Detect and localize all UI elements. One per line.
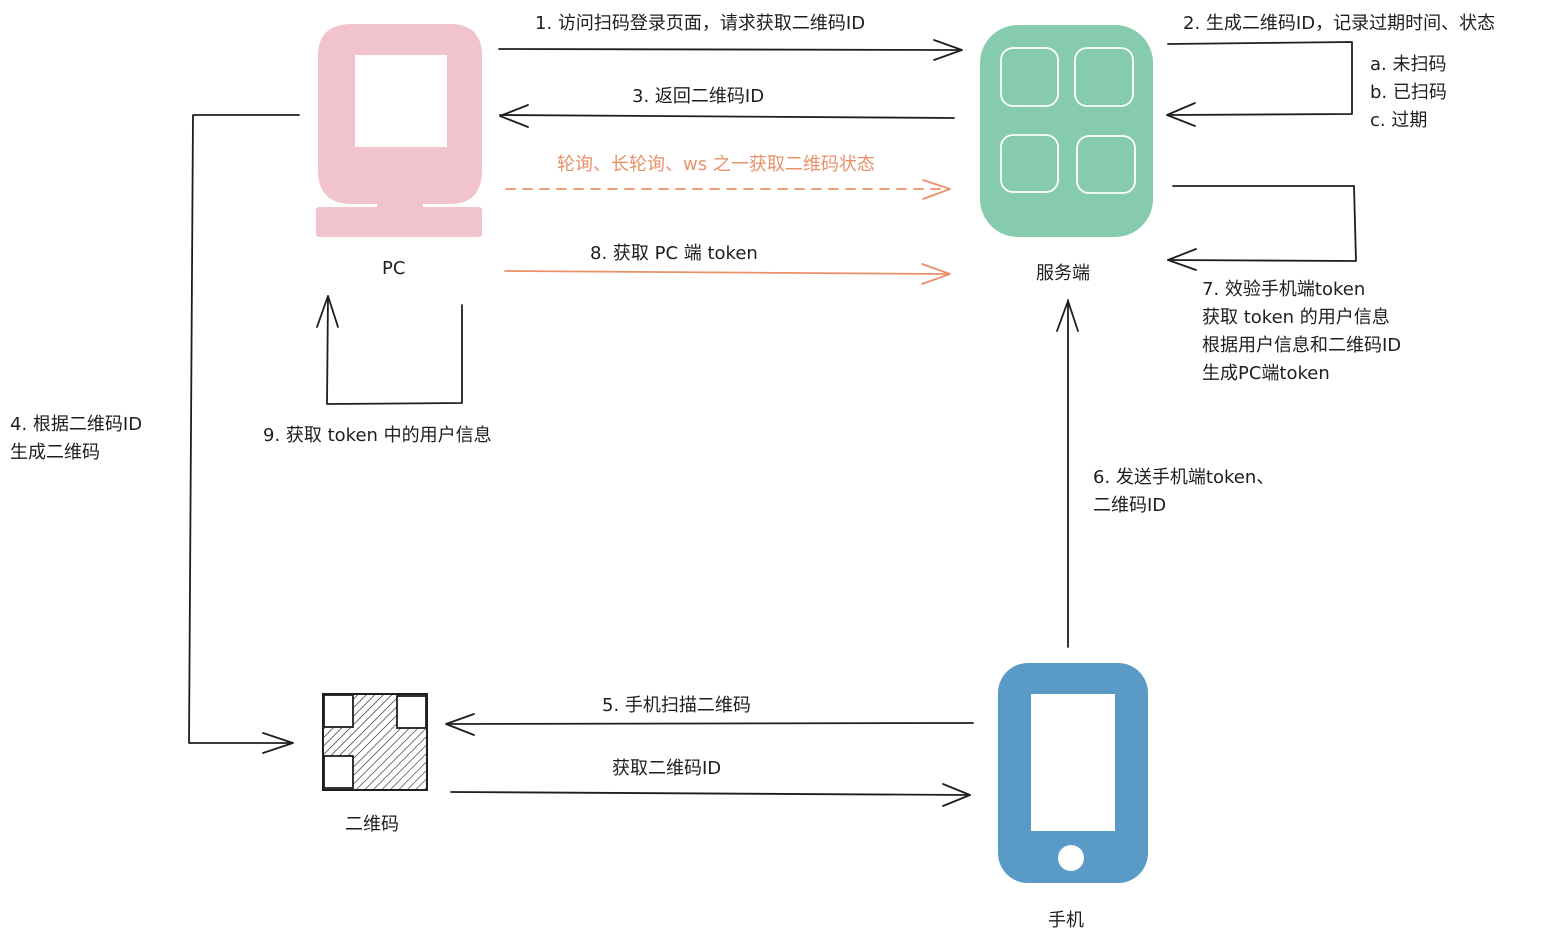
step7-line-4: 生成PC端token <box>1202 363 1330 384</box>
step9-label: 9. 获取 token 中的用户信息 <box>263 425 492 446</box>
step3-label: 3. 返回二维码ID <box>632 86 765 107</box>
step7-label: 7. 效验手机端token 获取 token 的用户信息 根据用户信息和二维码I… <box>1202 276 1401 388</box>
arrow-step5 <box>445 713 974 736</box>
state-unscanned: a. 未扫码 <box>1370 54 1447 75</box>
server-label: 服务端 <box>1036 263 1090 284</box>
step2-states: a. 未扫码 b. 已扫码 c. 过期 <box>1370 51 1447 135</box>
step6-label: 6. 发送手机端token、 二维码ID <box>1093 464 1274 520</box>
arrow-step1 <box>498 39 963 61</box>
step2-label: 2. 生成二维码ID，记录过期时间、状态 <box>1183 13 1496 34</box>
pc-icon <box>316 24 482 237</box>
arrow-step4 <box>188 114 300 754</box>
phone-label: 手机 <box>1048 910 1084 931</box>
step6-line-2: 二维码ID <box>1093 495 1167 516</box>
pc-label: PC <box>382 258 406 279</box>
step6-line-1: 6. 发送手机端token、 <box>1093 467 1275 488</box>
arrow-step7-loop <box>1167 185 1357 271</box>
arrow-step8 <box>504 263 951 285</box>
step7-line-3: 根据用户信息和二维码ID <box>1202 335 1402 356</box>
step4-line-1: 4. 根据二维码ID <box>10 414 143 435</box>
qrcode-label: 二维码 <box>345 814 399 835</box>
arrow-step2-loop <box>1166 41 1353 127</box>
arrow-step6 <box>1056 299 1079 648</box>
state-expired: c. 过期 <box>1370 110 1428 131</box>
step5-label: 5. 手机扫描二维码 <box>602 695 751 716</box>
state-scanned: b. 已扫码 <box>1370 82 1447 103</box>
step7-line-2: 获取 token 的用户信息 <box>1202 307 1390 328</box>
step8-label: 8. 获取 PC 端 token <box>590 243 758 264</box>
arrow-get-qr-id <box>450 783 971 807</box>
phone-icon <box>998 663 1148 883</box>
step7-line-1: 7. 效验手机端token <box>1202 279 1366 300</box>
server-icon <box>980 25 1153 237</box>
step4-label: 4. 根据二维码ID 生成二维码 <box>10 411 142 467</box>
qr-code-icon <box>322 693 428 791</box>
arrow-step3 <box>499 104 955 128</box>
step1-label: 1. 访问扫码登录页面，请求获取二维码ID <box>535 13 866 34</box>
polling-label: 轮询、长轮询、ws 之一获取二维码状态 <box>557 154 875 175</box>
arrow-step9-loop <box>316 295 463 405</box>
arrow-polling <box>505 179 951 200</box>
step4-line-2: 生成二维码 <box>10 442 100 463</box>
get-qr-id-label: 获取二维码ID <box>612 758 722 779</box>
